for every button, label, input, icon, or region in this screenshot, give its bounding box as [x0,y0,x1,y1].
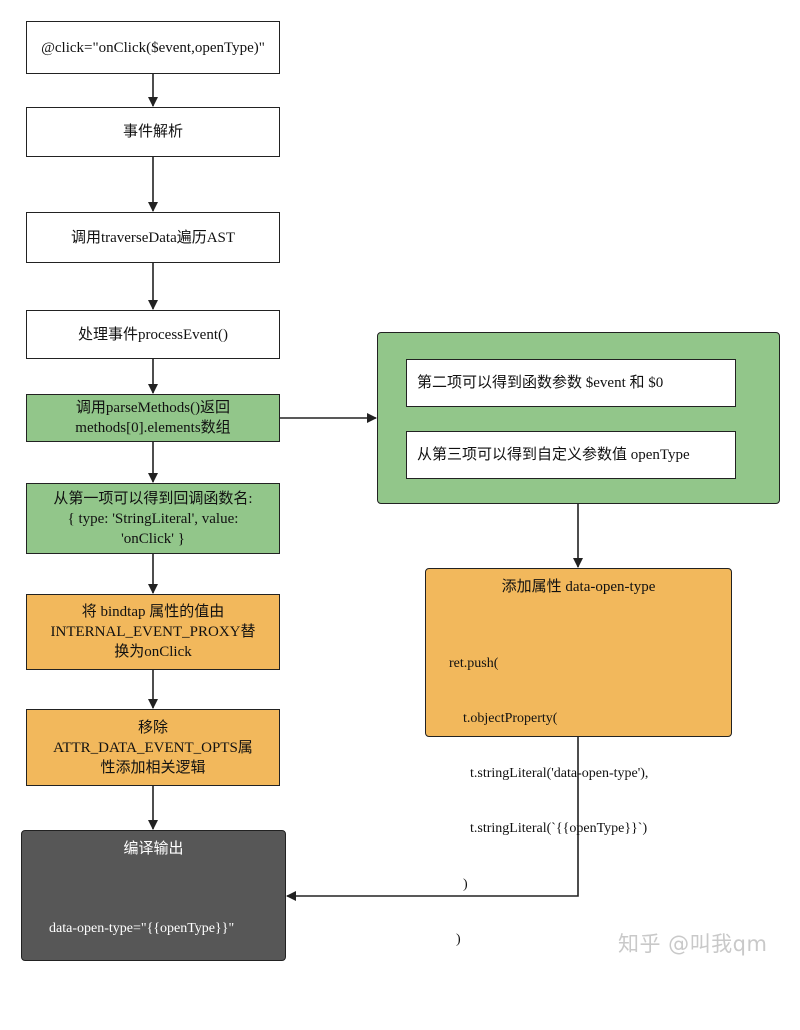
connector-arrows [148,74,583,901]
add-attr-code-line-4: t.stringLiteral(`{{openType}}`) [449,821,648,837]
arrow-addattr-to-output [286,737,579,901]
add-attr-code: ret.push( t.objectProperty( t.stringLite… [449,618,648,986]
add-attr-node: 添加属性 data-open-type ret.push( t.objectPr… [425,568,732,947]
compile-output-title: 编译输出 [123,841,184,857]
remove-attr-line-1: 移除 [137,719,168,736]
third-item-label: 从第三项可以得到自定义参数值 openType [417,447,690,463]
event-parse-label: 事件解析 [122,124,183,140]
add-attr-title: 添加属性 data-open-type [501,579,656,595]
replace-bindtap-node: 将 bindtap 属性的值由 INTERNAL_EVENT_PROXY替 换为… [26,594,280,670]
add-attr-code-line-3: t.stringLiteral('data-open-type'), [449,766,649,782]
compile-output-line-2: bindtap="onClick" [49,976,155,992]
process-event-label: 处理事件processEvent() [78,326,228,343]
third-item-node: 从第三项可以得到自定义参数值 openType [406,431,736,479]
process-event-node: 处理事件processEvent() [26,310,280,359]
add-attr-code-line-5: ) [449,876,468,892]
parse-methods-node: 调用parseMethods()返回 methods[0].elements数组 [26,394,280,442]
parse-methods-line-2: methods[0].elements数组 [75,420,231,436]
first-item-line-1: 从第一项可以得到回调函数名: [53,490,253,507]
compile-output-line-1: data-open-type="{{openType}}" [49,920,235,936]
add-attr-code-line-6: ) [449,931,461,947]
args-panel: 第二项可以得到函数参数 $event 和 $0 从第三项可以得到自定义参数值 o… [377,332,780,504]
remove-attr-node: 移除 ATTR_DATA_EVENT_OPTS属 性添加相关逻辑 [26,709,280,786]
first-item-line-2: { type: 'StringLiteral', value: [67,510,239,527]
onclick-node-label: @click="onClick($event,openType)" [41,39,265,56]
watermark: 知乎 @叫我qm [618,932,768,956]
parse-methods-line-1: 调用parseMethods()返回 [75,400,231,416]
replace-bindtap-line-1: 将 bindtap 属性的值由 [81,604,225,620]
traverse-label: 调用traverseData遍历AST [70,229,236,246]
traverse-node: 调用traverseData遍历AST [26,212,280,263]
event-parse-node: 事件解析 [26,107,280,157]
replace-bindtap-line-2: INTERNAL_EVENT_PROXY替 [50,624,256,640]
compile-output-code: data-open-type="{{openType}}" bindtap="o… [49,883,234,1030]
remove-attr-line-3: 性添加相关逻辑 [100,759,206,776]
replace-bindtap-line-3: 换为onClick [114,644,192,660]
second-item-label: 第二项可以得到函数参数 $event 和 $0 [417,375,664,391]
second-item-node: 第二项可以得到函数参数 $event 和 $0 [406,359,736,407]
first-item-line-3: 'onClick' } [121,530,185,547]
remove-attr-line-2: ATTR_DATA_EVENT_OPTS属 [53,739,253,756]
add-attr-code-line-2: t.objectProperty( [449,711,558,727]
first-item-node: 从第一项可以得到回调函数名: { type: 'StringLiteral', … [26,483,280,554]
compile-output-node: 编译输出 data-open-type="{{openType}}" bindt… [21,830,286,991]
onclick-node: @click="onClick($event,openType)" [26,21,280,74]
add-attr-code-line-1: ret.push( [449,655,499,671]
